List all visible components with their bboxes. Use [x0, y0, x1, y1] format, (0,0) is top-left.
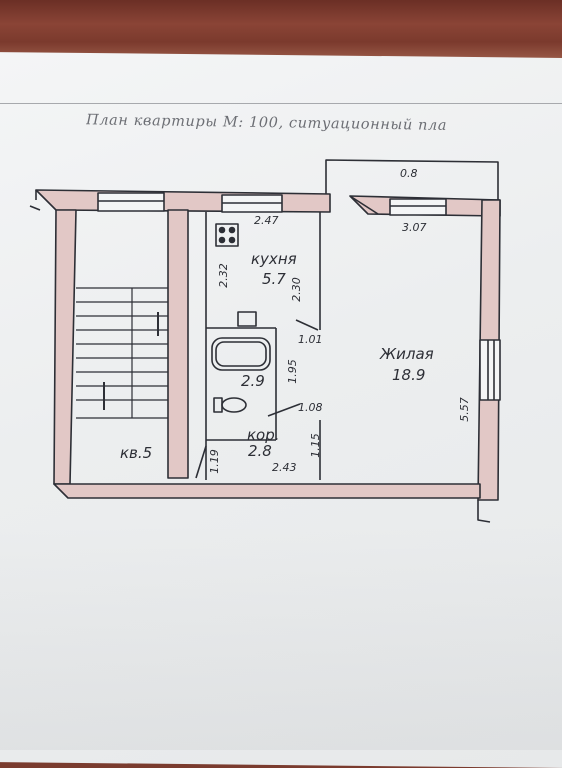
kitchen-area: 5.7: [262, 270, 286, 288]
corridor-bottom-dimension: 2.43: [272, 461, 297, 474]
kitchen-left-dimension: 2.32: [216, 263, 230, 288]
kitchen-right-dimension: 2.30: [289, 277, 303, 302]
bath-height-dimension: 1.95: [285, 359, 299, 384]
apartment-label: кв.5: [120, 444, 153, 462]
top-rule-line: [0, 103, 562, 104]
window-right: [479, 339, 501, 401]
corridor-name: кор.: [247, 426, 280, 444]
staircase: [76, 287, 168, 419]
living-room-name: Жилая: [380, 345, 434, 363]
corridor-door-dimension: 1.08: [298, 401, 323, 414]
wall-top-left: [35, 189, 331, 213]
living-height-dimension: 5.57: [457, 397, 471, 422]
wood-table-background: [0, 0, 562, 60]
wall-bottom: [53, 483, 481, 499]
kitchen-width-dimension: 2.47: [254, 214, 279, 227]
bathroom-area: 2.9: [241, 372, 265, 390]
floor-plan-drawing: [29, 159, 501, 523]
window-living: [389, 198, 447, 216]
window-left: [97, 192, 165, 212]
corridor-side-dimension: 1.15: [308, 433, 322, 458]
balcony-outline: [325, 159, 499, 200]
kitchen-name: кухня: [251, 250, 297, 268]
bathtub-fixture: [211, 337, 271, 371]
kitchen-door-dimension: 1.01: [298, 333, 323, 346]
toilet-fixture: [213, 397, 247, 413]
corridor-area: 2.8: [248, 442, 272, 460]
water-heater-fixture: [237, 311, 257, 327]
wall-stair-partition: [167, 209, 189, 479]
stove-fixture: [215, 223, 239, 247]
living-width-dimension: 3.07: [402, 221, 427, 234]
balcony-dimension: 0.8: [400, 167, 418, 180]
entry-dimension: 1.19: [207, 449, 221, 474]
living-room-area: 18.9: [392, 366, 426, 384]
wall-left: [53, 209, 77, 485]
